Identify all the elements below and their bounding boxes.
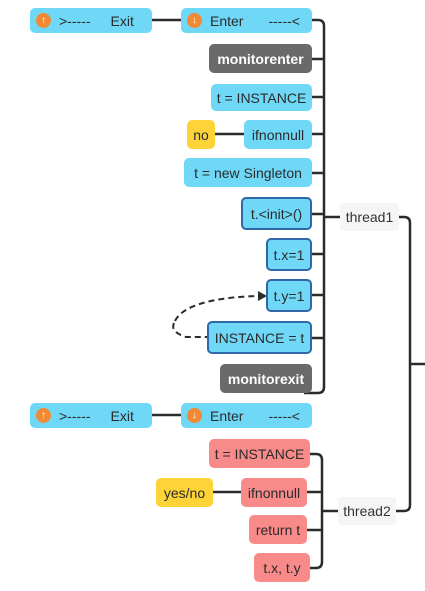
- no-label[interactable]: no: [187, 120, 215, 149]
- instance-t-node[interactable]: INSTANCE = t: [207, 321, 312, 354]
- middle-exit-node[interactable]: ↑ >----- Exit: [30, 403, 152, 428]
- exit-right-text: Exit: [110, 407, 134, 424]
- enter-right-text: -----<: [268, 12, 300, 29]
- new-singleton-node[interactable]: t = new Singleton: [184, 158, 312, 187]
- ty-node[interactable]: t.y=1: [266, 279, 312, 312]
- top-enter-node[interactable]: ↓ Enter -----<: [181, 8, 312, 33]
- exit-left-text: >-----: [59, 12, 91, 29]
- monitorexit-node[interactable]: monitorexit: [220, 364, 312, 393]
- enter-right-text: -----<: [268, 407, 300, 424]
- exit-left-text: >-----: [59, 407, 91, 424]
- return-t-node[interactable]: return t: [249, 515, 307, 544]
- middle-enter-node[interactable]: ↓ Enter -----<: [181, 403, 312, 428]
- t-instance-node[interactable]: t = INSTANCE: [211, 84, 312, 111]
- enter-left-text: Enter: [210, 407, 244, 424]
- init-node[interactable]: t.<init>(): [241, 197, 312, 230]
- thread2-label[interactable]: thread2: [338, 497, 396, 525]
- exit-right-text: Exit: [110, 12, 134, 29]
- yes-no-label[interactable]: yes/no: [156, 478, 213, 507]
- top-exit-node[interactable]: ↑ >----- Exit: [30, 8, 152, 33]
- arrow-down-icon: ↓: [187, 13, 202, 28]
- monitorenter-node[interactable]: monitorenter: [209, 44, 312, 73]
- txty-node[interactable]: t.x, t.y: [254, 553, 310, 582]
- enter-left-text: Enter: [210, 12, 244, 29]
- thread1-label[interactable]: thread1: [340, 203, 399, 231]
- t2-t-instance-node[interactable]: t = INSTANCE: [209, 439, 310, 468]
- arrow-down-icon: ↓: [187, 408, 202, 423]
- arrow-up-icon: ↑: [36, 13, 51, 28]
- t2-ifnonnull-node[interactable]: ifnonnull: [241, 478, 307, 507]
- tx-node[interactable]: t.x=1: [266, 238, 312, 271]
- arrow-up-icon: ↑: [36, 408, 51, 423]
- ifnonnull-node[interactable]: ifnonnull: [244, 120, 312, 149]
